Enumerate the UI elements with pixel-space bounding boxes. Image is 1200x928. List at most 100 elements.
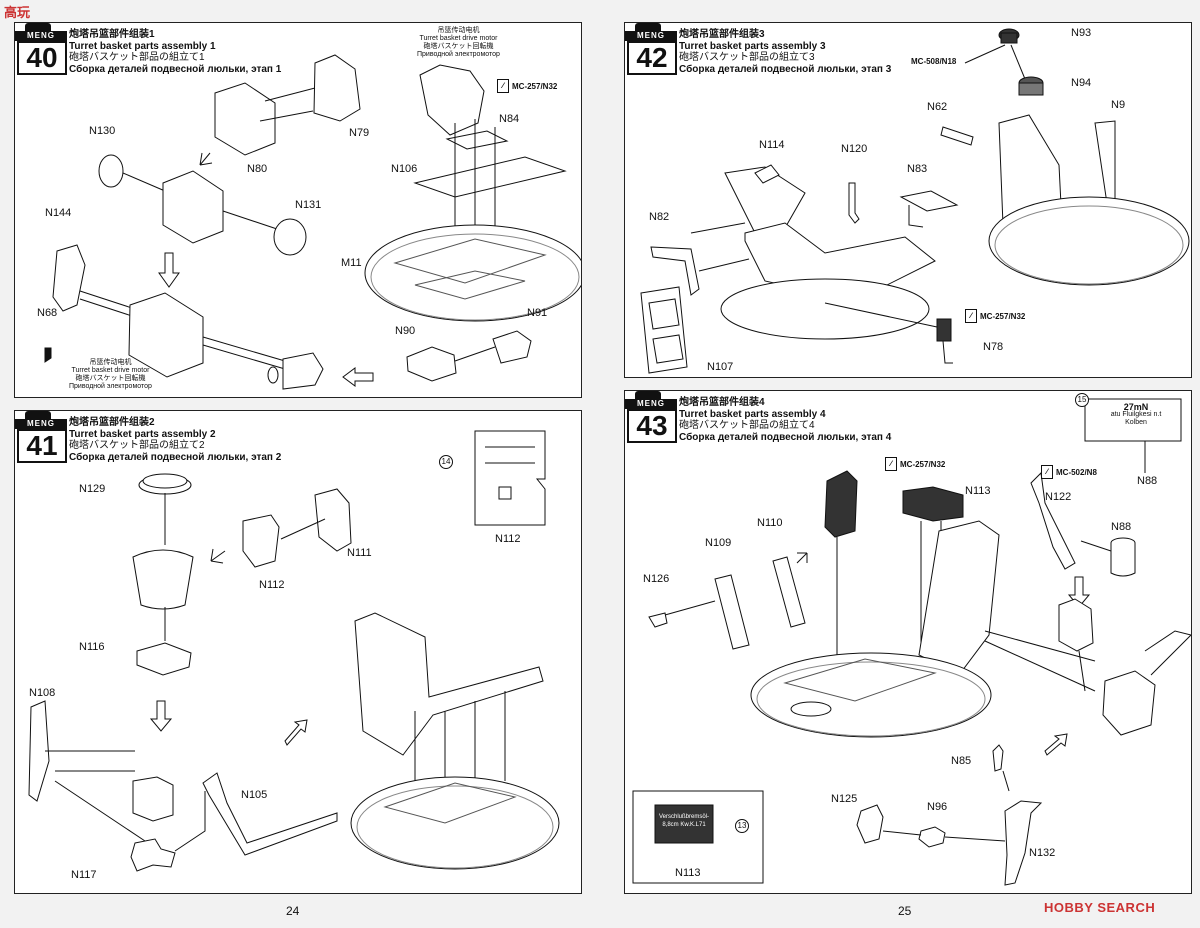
step-number: 41 (17, 429, 67, 463)
brand-logo: MENG (625, 399, 677, 409)
step-40-drawing (44, 54, 581, 390)
title-ja: 砲塔バスケット部品の組立て4 (679, 420, 815, 431)
paint-callout: MC-508/N18 (911, 57, 957, 66)
part-label: N132 (1029, 847, 1056, 859)
title-ja: 砲塔バスケット部品の組立て3 (679, 52, 815, 63)
part-label: N120 (841, 143, 868, 155)
title-ru: Сборка деталей подвесной люльки, этап 3 (679, 63, 892, 75)
step-40-title: 炮塔吊篮部件组装1 Turret basket parts assembly 1… (69, 29, 281, 75)
part-label: N91 (527, 307, 548, 319)
brand-logo: MENG (625, 31, 677, 41)
part-label: N94 (1071, 77, 1092, 89)
step-40-logo: MENG 40 (15, 23, 67, 75)
part-label: N68 (37, 307, 58, 319)
part-label: N106 (391, 163, 418, 175)
part-label: N144 (45, 207, 72, 219)
watermark-logo: 高玩 (4, 5, 31, 20)
part-label: N126 (643, 573, 670, 585)
paint-brush-icon: ∕ (1041, 465, 1053, 479)
tank-icon (635, 391, 661, 399)
part-label: N82 (649, 211, 670, 223)
part-label: N130 (89, 125, 116, 137)
tank-icon (635, 23, 661, 31)
part-label: N117 (71, 869, 97, 881)
paint-brush-icon: ∕ (497, 79, 509, 93)
decal-number: 15 (1075, 393, 1089, 407)
title-zh: 炮塔吊篮部件组装2 (69, 417, 155, 428)
title-ja: 砲塔バスケット部品の組立て1 (69, 52, 205, 63)
decal-13-text: Verschlußbremsöl- 8,8cm Kw.K.L71 (658, 814, 709, 828)
motor-label-bottom: 吊篮传动电机 Turret basket drive motor 砲塔バスケット… (69, 359, 152, 390)
title-en: Turret basket parts assembly 2 (69, 428, 216, 440)
title-zh: 炮塔吊篮部件组装4 (679, 397, 765, 408)
paint-callout: ∕ MC-502/N8 (1041, 465, 1097, 479)
part-label: N107 (707, 361, 734, 373)
part-label: N83 (907, 163, 928, 175)
watermark-hobby-search: HOBBY SEARCH (1044, 900, 1156, 915)
page-number-right: 25 (898, 904, 912, 918)
part-label: N109 (705, 537, 732, 549)
part-label: N90 (395, 325, 416, 337)
paint-callout: ∕ MC-257/N32 (497, 79, 557, 93)
paint-callout: ∕ MC-257/N32 (965, 309, 1025, 323)
part-label: N129 (79, 483, 106, 495)
part-label: N88 (1111, 521, 1132, 533)
step-43-logo: MENG 43 (625, 391, 677, 443)
motor-label-top: 吊篮传动电机 Turret basket drive motor 砲塔バスケット… (417, 27, 500, 58)
part-label: N113 (675, 867, 701, 879)
part-label: N110 (757, 517, 783, 529)
step-41-logo: MENG 41 (15, 411, 67, 463)
step-42-drawing (640, 28, 1190, 374)
paint-callout: ∕ MC-257/N32 (885, 457, 945, 471)
paint-brush-icon: ∕ (885, 457, 897, 471)
decal-number: 14 (439, 455, 453, 469)
part-label: M11 (341, 257, 362, 269)
part-label: N88 (1137, 475, 1158, 487)
step-number: 40 (17, 41, 67, 75)
step-number: 42 (627, 41, 677, 75)
step-40-panel: MENG 40 炮塔吊篮部件组装1 Turret basket parts as… (14, 22, 582, 398)
part-label: N114 (759, 139, 785, 151)
title-zh: 炮塔吊篮部件组装1 (69, 29, 155, 40)
brand-logo: MENG (15, 31, 67, 41)
part-label: N112 (495, 533, 521, 545)
part-label: N85 (951, 755, 972, 767)
title-ru: Сборка деталей подвесной люльки, этап 1 (69, 63, 282, 75)
part-label: N105 (241, 789, 268, 801)
part-label: N111 (347, 547, 372, 559)
title-ru: Сборка деталей подвесной люльки, этап 2 (69, 451, 282, 463)
step-41-drawing (28, 430, 560, 872)
step-42-title: 炮塔吊篮部件组装3 Turret basket parts assembly 3… (679, 29, 891, 75)
part-label: N116 (79, 641, 105, 653)
part-label: N122 (1045, 491, 1072, 503)
part-label: N79 (349, 127, 370, 139)
title-en: Turret basket parts assembly 4 (679, 408, 826, 420)
part-label: N131 (295, 199, 322, 211)
part-label: N93 (1071, 27, 1092, 39)
part-label: N113 (965, 485, 991, 497)
part-label: N80 (247, 163, 268, 175)
part-label: N108 (29, 687, 56, 699)
part-label: N96 (927, 801, 948, 813)
part-label: N112 (259, 579, 285, 591)
step-41-panel: MENG 41 炮塔吊篮部件组装2 Turret basket parts as… (14, 410, 582, 894)
step-42-panel: MENG 42 炮塔吊篮部件组装3 Turret basket parts as… (624, 22, 1192, 378)
step-number: 43 (627, 409, 677, 443)
part-label: N9 (1111, 99, 1126, 111)
decal-15-text: 27mN atu Fluilgkesi n.t Kolben (1110, 402, 1162, 427)
part-label: N125 (831, 793, 858, 805)
title-ja: 砲塔バスケット部品の組立て2 (69, 440, 205, 451)
step-43-title: 炮塔吊篮部件组装4 Turret basket parts assembly 4… (679, 397, 891, 443)
paint-brush-icon: ∕ (965, 309, 977, 323)
step-42-logo: MENG 42 (625, 23, 677, 75)
decal-number: 13 (735, 819, 749, 833)
step-43-drawing (632, 398, 1191, 886)
page-number-left: 24 (286, 904, 300, 918)
title-zh: 炮塔吊篮部件组装3 (679, 29, 765, 40)
tank-icon (25, 23, 51, 31)
tank-icon (25, 411, 51, 419)
step-41-title: 炮塔吊篮部件组装2 Turret basket parts assembly 2… (69, 417, 281, 463)
title-ru: Сборка деталей подвесной люльки, этап 4 (679, 431, 892, 443)
title-en: Turret basket parts assembly 3 (679, 40, 826, 52)
part-label: N78 (983, 341, 1004, 353)
